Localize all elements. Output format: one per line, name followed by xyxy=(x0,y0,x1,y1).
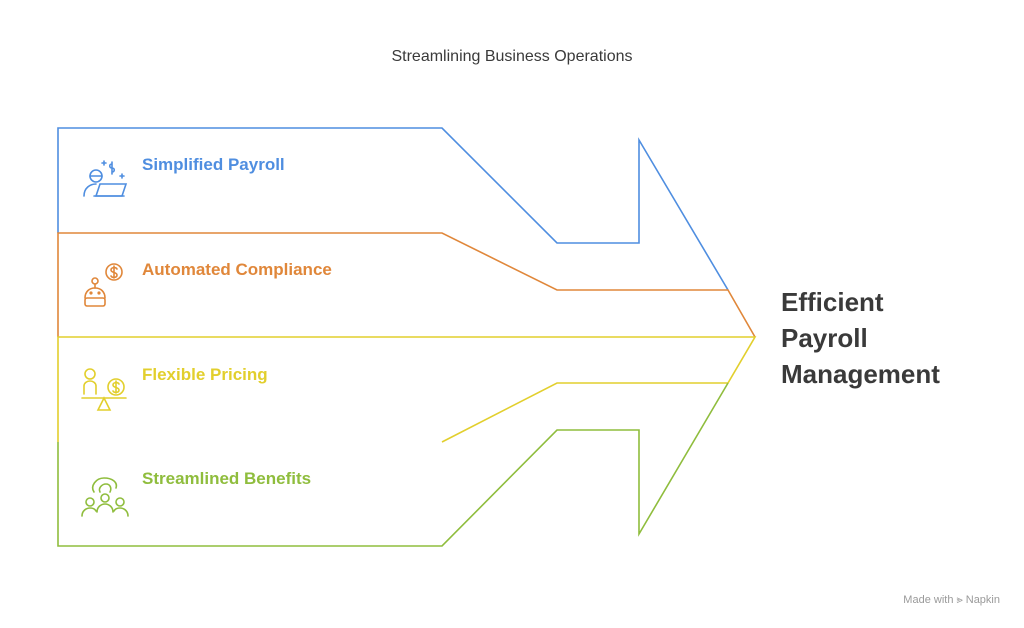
napkin-credit[interactable]: Made with ⪢ Napkin xyxy=(903,594,1000,606)
label-flexible-pricing: Flexible Pricing xyxy=(142,365,268,384)
label-streamlined-benefits: Streamlined Benefits xyxy=(142,469,312,488)
people-group-icon xyxy=(81,477,129,517)
band-automated-compliance xyxy=(57,232,756,338)
band-simplified-payroll xyxy=(57,127,729,291)
robot-dollar-icon xyxy=(84,263,123,307)
payroll-laptop-icon xyxy=(83,160,128,197)
diagram-title: Streamlining Business Operations xyxy=(391,48,633,65)
label-simplified-payroll: Simplified Payroll xyxy=(142,155,285,174)
band-streamlined-benefits xyxy=(57,382,729,547)
result-line-1: Efficient xyxy=(781,287,884,317)
result-line-3: Management xyxy=(781,359,940,389)
result-line-2: Payroll xyxy=(781,323,868,353)
label-automated-compliance: Automated Compliance xyxy=(142,260,332,279)
band-flexible-pricing xyxy=(57,336,757,443)
scale-dollar-icon xyxy=(81,368,127,411)
result-label: Efficient Payroll Management xyxy=(781,284,940,392)
